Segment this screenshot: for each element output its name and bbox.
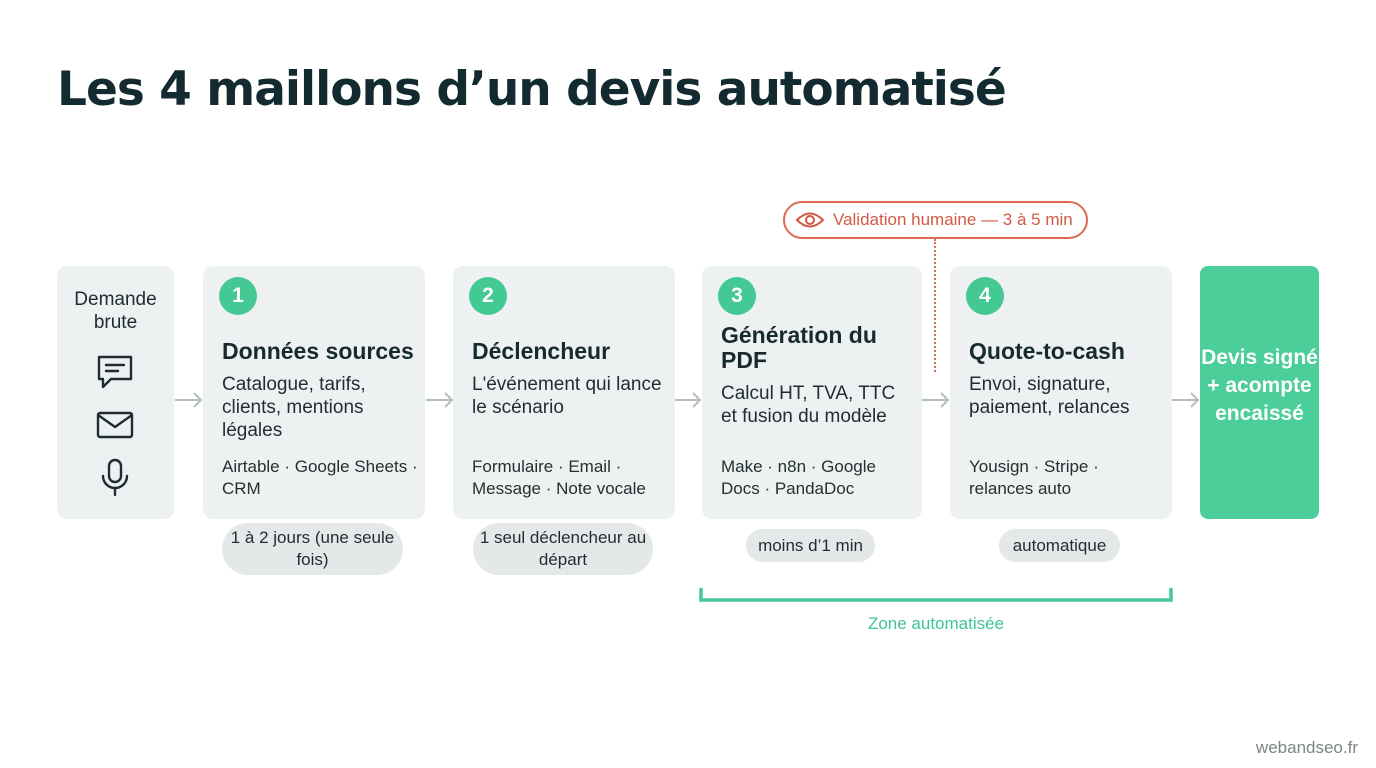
step-title: Données sources [222, 338, 414, 364]
step-tools: Make · n8n · Google Docs · PandaDoc [721, 457, 876, 498]
step-description: L'événement qui lance le scénario [472, 374, 662, 418]
step-number-badge: 4 [966, 277, 1004, 315]
chat-icon [97, 355, 133, 389]
step-card-2: 2 Déclencheur L'événement qui lance le s… [453, 266, 675, 519]
zone-bracket [699, 588, 1173, 602]
step-title: Génération du PDF [721, 322, 877, 373]
result-label: Devis signé + acompte encaissé [1201, 346, 1318, 425]
step-tools: Formulaire · Email · Message · Note voca… [472, 457, 646, 498]
duration-pill: 1 à 2 jours (une seule fois) [222, 523, 403, 575]
step-number-badge: 1 [219, 277, 257, 315]
step-card-1: 1 Données sources Catalogue, tarifs, cli… [203, 266, 425, 519]
arrow-icon [922, 392, 950, 408]
arrow-icon [1172, 392, 1200, 408]
eye-icon [795, 212, 825, 228]
duration-pill-label: 1 à 2 jours (une seule fois) [230, 528, 395, 569]
arrow-icon [674, 392, 702, 408]
validation-connector [934, 239, 936, 372]
duration-pill-label: automatique [1012, 535, 1107, 555]
arrow-icon [426, 392, 454, 408]
validation-label: Validation humaine — 3 à 5 min [833, 210, 1073, 229]
duration-pill-label: moins d’1 min [758, 535, 863, 555]
microphone-icon [101, 458, 129, 497]
zone-label: Zone automatisée [867, 614, 1005, 633]
step-description: Calcul HT, TVA, TTC et fusion du modèle [721, 383, 896, 427]
duration-pill: 1 seul déclencheur au départ [473, 523, 653, 575]
duration-pill-label: 1 seul déclencheur au départ [479, 528, 647, 569]
arrow-icon [175, 392, 203, 408]
step-title: Quote-to-cash [969, 338, 1125, 364]
step-number-badge: 2 [469, 277, 507, 315]
result-card: Devis signé + acompte encaissé [1200, 266, 1319, 519]
step-card-4: 4 Quote-to-cash Envoi, signature, paieme… [950, 266, 1172, 519]
mail-icon [96, 411, 134, 439]
duration-pill: moins d’1 min [746, 529, 875, 562]
step-tools: Airtable · Google Sheets · CRM [222, 457, 418, 498]
page-title: Les 4 maillons d’un devis automatisé [57, 62, 1007, 117]
step-number-badge: 3 [718, 277, 756, 315]
source-card: Demande brute [57, 266, 174, 519]
validation-badge: Validation humaine — 3 à 5 min [783, 201, 1088, 239]
duration-pill: automatique [999, 529, 1120, 562]
watermark: webandseo.fr [1255, 738, 1358, 757]
step-description: Catalogue, tarifs, clients, mentions lég… [222, 374, 366, 441]
step-title: Déclencheur [472, 338, 611, 364]
step-tools: Yousign · Stripe · relances auto [969, 457, 1099, 498]
step-card-3: 3 Génération du PDF Calcul HT, TVA, TTC … [702, 266, 922, 519]
source-label: Demande brute [74, 289, 157, 333]
step-description: Envoi, signature, paiement, relances [969, 374, 1130, 418]
